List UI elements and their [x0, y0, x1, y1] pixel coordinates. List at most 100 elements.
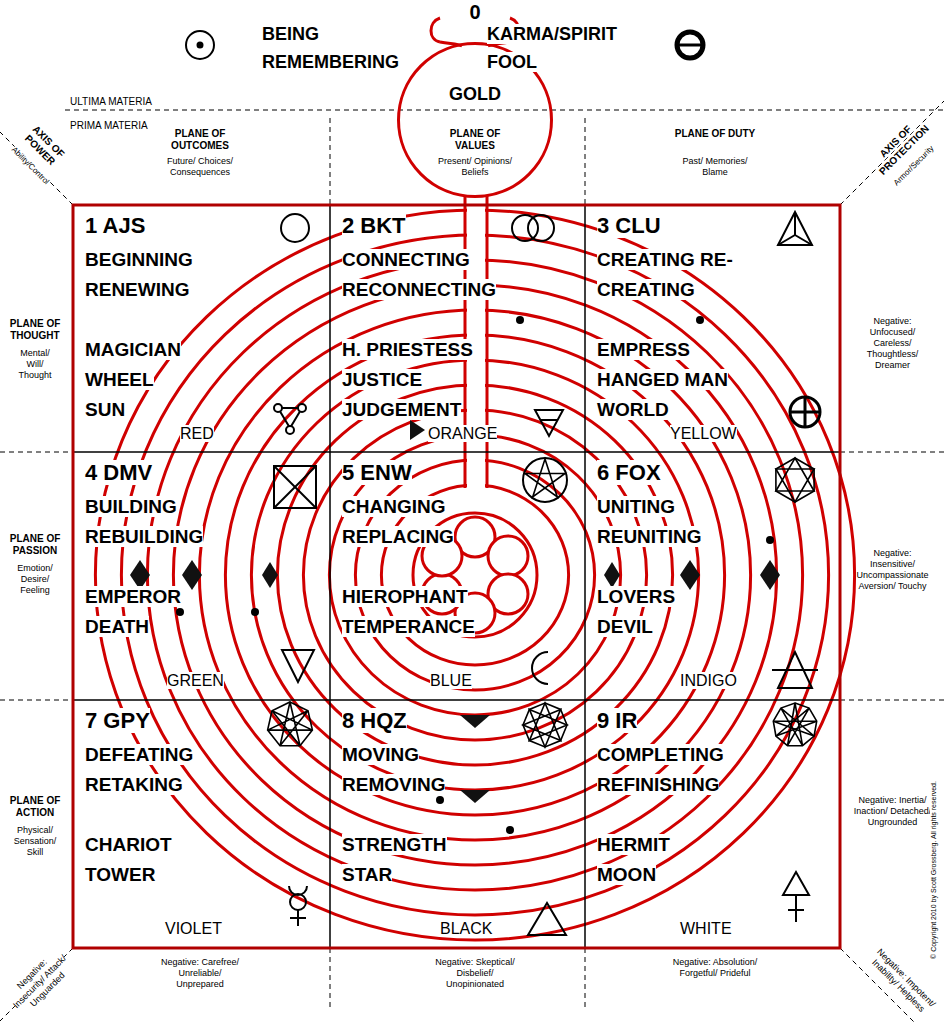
- lane-dots: [696, 316, 704, 324]
- cell-color: YELLOW: [670, 425, 737, 442]
- alchemy-symbols: [795, 235, 812, 245]
- plane-heading: PLANE OF DUTY: [675, 128, 756, 139]
- lane-dots: [176, 608, 184, 616]
- grid: [73, 205, 840, 948]
- alchemy-symbols: [523, 458, 567, 502]
- star-symbols: [776, 458, 814, 502]
- cell-arcana: MAGICIAN WHEEL SUN: [85, 339, 181, 420]
- cell-color-box: BLUE: [430, 671, 472, 690]
- negative-note-box: Negative: Carefree/ Unreliable/ Unprepar…: [155, 957, 245, 990]
- cell-heading: 5 ENW: [342, 460, 412, 485]
- negative-note-box: Negative: Insensitive/ Uncompassionate A…: [850, 548, 935, 592]
- cell-arcana: HERMIT MOON: [597, 834, 670, 885]
- cell-verbs: UNITING REUNITING: [597, 496, 702, 547]
- top-label: BEING REMEMBERING: [262, 24, 399, 72]
- dashed-guides: [0, 101, 944, 1024]
- plane-note: Future/ Choices/ Consequences: [167, 156, 233, 177]
- cell-arcana-box: EMPRESS HANGED MAN WORLD: [597, 335, 747, 425]
- axis-heading-box: AXIS OF POWER: [14, 116, 73, 175]
- plane-heading: PLANE OF ACTION: [10, 795, 61, 818]
- plane-note: Emotion/ Desire/ Feeling: [17, 563, 53, 595]
- negative-note-box: Negative: Insecurity/ Attack/ Unguarded: [0, 942, 80, 1022]
- alchemy-symbols: [528, 215, 554, 241]
- cell-verbs: COMPLETING REFINISHING: [597, 744, 724, 795]
- plane-heading-box: PLANE OF ACTION: [0, 795, 70, 819]
- star-symbols: [525, 459, 565, 497]
- star-symbols: [523, 703, 567, 747]
- negative-note-box: Negative: Skeptical/ Disbelief/ Unopinio…: [430, 957, 520, 990]
- star-symbols: [773, 703, 816, 746]
- negative-note-box: Negative: Inertia/ Inaction/ Detached/ U…: [850, 795, 935, 828]
- grid-cell: 5 ENW CHANGING REPLACING HIEROPHANT TEMPER…: [330, 452, 585, 700]
- plane-heading: PLANE OF PASSION: [10, 533, 61, 556]
- dashed-guides: [0, 700, 73, 701]
- labyrinth-ring: [251, 360, 698, 790]
- cell-color-box: BLACK: [440, 919, 492, 938]
- labrys-marks: [460, 790, 490, 803]
- negative-note-box: Negative: Impotent/ Inability/ Helpless: [866, 946, 938, 1018]
- alchemy-symbols: [532, 652, 548, 684]
- grid: [584, 205, 586, 948]
- labrys-marks: [680, 560, 700, 590]
- lane-dots: [251, 608, 259, 616]
- cell-color-box: WHITE: [680, 919, 732, 938]
- cell-arcana-box: EMPEROR DEATH: [85, 582, 181, 642]
- alchemy-symbols: [535, 410, 563, 436]
- plane-note: Present/ Opinions/ Beliefs: [438, 156, 512, 177]
- lane-dots: [176, 316, 774, 834]
- dashed-guides: [585, 948, 586, 1010]
- circle-label-box: GOLD: [400, 83, 550, 105]
- grid-cell: 3 CLU CREATING RE-CREATING EMPRESS HANGED …: [585, 205, 840, 452]
- cell-heading-box: 3 CLU: [597, 213, 661, 239]
- alchemy-symbols: [274, 404, 282, 412]
- cell-verbs-box: CREATING RE-CREATING: [597, 245, 747, 305]
- plane-note: Physical/ Sensation/ Skill: [14, 825, 57, 857]
- cell-heading: 2 BKT: [342, 213, 406, 238]
- cell-heading: 8 HQZ: [342, 708, 407, 733]
- alchemy-symbols: [198, 43, 203, 48]
- alchemy-symbols: [186, 31, 214, 59]
- alchemy-symbols: [186, 31, 820, 935]
- labrys-marks: [604, 562, 620, 588]
- plane-note-box: Future/ Choices/ Consequences: [160, 156, 240, 178]
- cell-verbs-box: DEFEATING RETAKING: [85, 740, 193, 800]
- cell-heading: 6 FOX: [597, 460, 661, 485]
- cell-verbs: CHANGING REPLACING: [342, 496, 454, 547]
- cell-color-box: GREEN: [167, 671, 224, 690]
- cell-arcana: EMPEROR DEATH: [85, 586, 181, 637]
- plane-heading: PLANE OF VALUES: [450, 128, 501, 151]
- cell-verbs: MOVING REMOVING: [342, 744, 445, 795]
- star-symbols: [268, 458, 817, 747]
- cell-color: ORANGE: [428, 425, 497, 442]
- zero-number-box: 0: [465, 0, 485, 24]
- cell-arcana: HIEROPHANT TEMPERANCE: [342, 586, 475, 637]
- alchemy-symbols: [794, 212, 796, 235]
- dashed-guides: [0, 948, 73, 1021]
- alchemy-symbols: [274, 466, 316, 508]
- cell-color-box: INDIGO: [680, 671, 737, 690]
- grid-cell: 1 AJS BEGINNING RENEWING MAGICIAN WHEEL SU…: [73, 205, 330, 452]
- plane-note: Past/ Memories/ Blame: [682, 156, 747, 177]
- cell-color: RED: [180, 425, 214, 442]
- dashed-guides: [0, 452, 73, 453]
- grid: [73, 205, 840, 948]
- cell-color: BLUE: [430, 672, 472, 689]
- labrys-marks: [182, 560, 202, 590]
- cell-verbs: BEGINNING RENEWING: [85, 249, 193, 300]
- grid-cell: 9 IRCOMPLETING REFINISHINGHERMIT MOONWHI…: [585, 700, 840, 948]
- materia-label-box: PRIMA MATERIA: [70, 120, 148, 132]
- cell-arcana-box: HIEROPHANT TEMPERANCE: [342, 582, 475, 642]
- negative-note: Negative: Carefree/ Unreliable/ Unprepar…: [161, 957, 239, 989]
- labrys-marks: [460, 715, 490, 728]
- plane-note-box: Present/ Opinions/ Beliefs: [435, 156, 515, 178]
- cell-arcana: H. PRIESTESS JUSTICE JUDGEMENT: [342, 339, 473, 420]
- cell-heading-box: 4 DMV: [85, 460, 152, 486]
- labrys-marks: [410, 420, 425, 440]
- alchemy-symbols: [778, 235, 795, 245]
- cell-heading: 1 AJS: [85, 213, 145, 238]
- alchemy-symbols: [540, 419, 558, 421]
- cell-heading-box: 1 AJS: [85, 213, 145, 239]
- grid-cell: 7 GPYDEFEATING RETAKINGCHARIOT TOWERVIOL…: [73, 700, 330, 948]
- negative-note-box: Negative: Unfocused/ Careless/ Thoughtle…: [850, 316, 935, 371]
